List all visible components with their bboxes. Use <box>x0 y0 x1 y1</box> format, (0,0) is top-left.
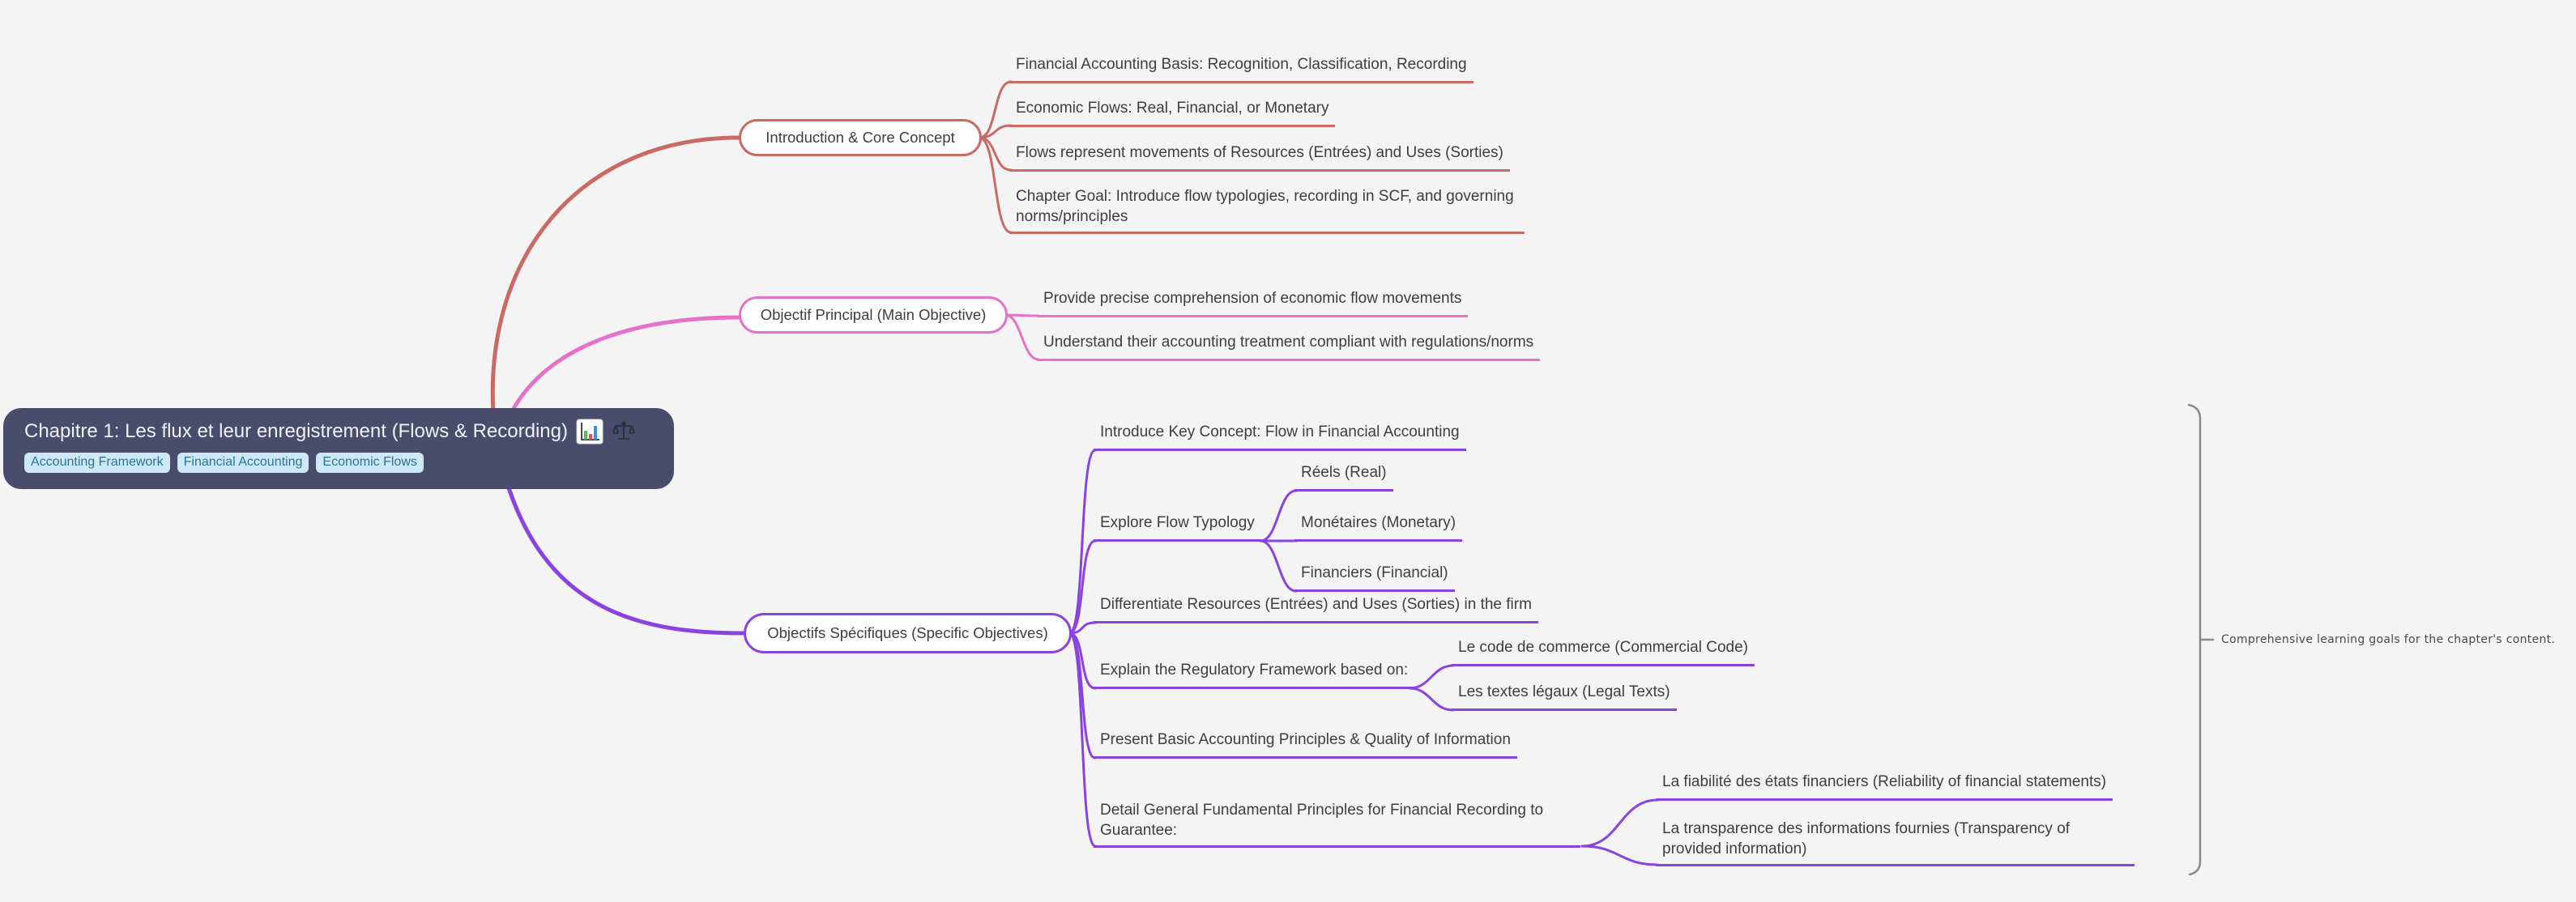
node-text: Present Basic Accounting Principles & Qu… <box>1100 731 1511 748</box>
node-detail-general-principles[interactable]: Detail General Fundamental Principles fo… <box>1094 800 1580 848</box>
link-b2-c2 <box>1004 313 1040 361</box>
link-regulatory-code <box>1408 664 1455 690</box>
node-text: Monétaires (Monetary) <box>1301 514 1456 531</box>
node-understand-accounting-treatment[interactable]: Understand their accounting treatment co… <box>1037 332 1541 361</box>
node-present-basic-principles[interactable]: Present Basic Accounting Principles & Qu… <box>1094 730 1517 759</box>
tag-economic-flows[interactable]: Economic Flows <box>316 453 424 473</box>
node-text: Economic Flows: Real, Financial, or Mone… <box>1016 100 1329 117</box>
node-text: Provide precise comprehension of economi… <box>1043 290 1462 307</box>
link-typology-reels <box>1259 489 1298 542</box>
node-text: Chapter Goal: Introduce flow typologies,… <box>1016 188 1514 225</box>
root-node[interactable]: Chapitre 1: Les flux et leur enregistrem… <box>3 408 674 489</box>
link-typology-financiers <box>1259 539 1298 593</box>
link-root-introduction <box>490 135 741 453</box>
link-b3-c2 <box>1068 539 1097 635</box>
annotation-label: Comprehensive learning goals for the cha… <box>2221 633 2556 646</box>
node-text: Réels (Real) <box>1301 464 1387 481</box>
bar-chart-icon <box>576 419 603 445</box>
node-provide-precise-comprehension[interactable]: Provide precise comprehension of economi… <box>1037 288 1469 317</box>
link-regulatory-textes <box>1408 687 1455 712</box>
link-root-objectifs-specifiques <box>497 451 746 636</box>
root-title: Chapitre 1: Les flux et leur enregistrem… <box>24 419 655 445</box>
node-explore-flow-typology[interactable]: Explore Flow Typology <box>1094 513 1261 542</box>
link-b3-c1 <box>1068 449 1097 635</box>
node-text: Detail General Fundamental Principles fo… <box>1100 802 1544 839</box>
node-financiers[interactable]: Financiers (Financial) <box>1294 563 1455 592</box>
node-text: Introduce Key Concept: Flow in Financial… <box>1100 423 1460 440</box>
node-flows-represent-movements[interactable]: Flows represent movements of Resources (… <box>1009 143 1510 172</box>
link-detail-transparence <box>1580 845 1659 866</box>
node-textes-legaux[interactable]: Les textes légaux (Legal Texts) <box>1452 682 1677 711</box>
link-b3-c6 <box>1068 632 1097 848</box>
node-differentiate-resources-uses[interactable]: Differentiate Resources (Entrées) and Us… <box>1094 594 1538 623</box>
node-text: Explain the Regulatory Framework based o… <box>1100 662 1409 679</box>
tag-accounting-framework[interactable]: Accounting Framework <box>24 453 170 473</box>
node-label: Objectif Principal (Main Objective) <box>760 306 987 323</box>
node-objectifs-specifiques[interactable]: Objectifs Spécifiques (Specific Objectiv… <box>744 613 1072 653</box>
node-text: Explore Flow Typology <box>1100 514 1255 531</box>
link-detail-fiabilite <box>1580 798 1659 848</box>
node-label: Objectifs Spécifiques (Specific Objectiv… <box>767 624 1048 641</box>
node-chapter-goal[interactable]: Chapter Goal: Introduce flow typologies,… <box>1009 186 1525 234</box>
link-b1-c1 <box>978 80 1013 139</box>
root-tags: Accounting Framework Financial Accountin… <box>24 453 655 473</box>
node-text: Les textes légaux (Legal Texts) <box>1458 683 1670 700</box>
node-reels[interactable]: Réels (Real) <box>1294 462 1393 491</box>
node-text: La fiabilité des états financiers (Relia… <box>1662 773 2107 790</box>
node-financial-accounting-basis[interactable]: Financial Accounting Basis: Recognition,… <box>1009 54 1474 83</box>
node-objectif-principal[interactable]: Objectif Principal (Main Objective) <box>739 296 1008 334</box>
node-fiabilite-etats-financiers[interactable]: La fiabilité des états financiers (Relia… <box>1656 772 2113 801</box>
node-explain-regulatory-framework[interactable]: Explain the Regulatory Framework based o… <box>1094 660 1415 689</box>
node-text: Understand their accounting treatment co… <box>1043 334 1534 351</box>
node-text: Flows represent movements of Resources (… <box>1016 144 1503 161</box>
node-text: Le code de commerce (Commercial Code) <box>1458 639 1748 656</box>
link-b1-c4 <box>978 136 1013 234</box>
tag-financial-accounting[interactable]: Financial Accounting <box>177 453 309 473</box>
node-economic-flows[interactable]: Economic Flows: Real, Financial, or Mone… <box>1009 98 1336 127</box>
node-transparence-informations[interactable]: La transparence des informations fournie… <box>1656 819 2135 866</box>
node-text: Financiers (Financial) <box>1301 564 1448 581</box>
node-introduce-key-concept[interactable]: Introduce Key Concept: Flow in Financial… <box>1094 422 1466 451</box>
node-text: La transparence des informations fournie… <box>1662 820 2071 857</box>
node-text: Financial Accounting Basis: Recognition,… <box>1016 56 1467 73</box>
annotation-bracket <box>2187 403 2215 876</box>
root-title-text: Chapitre 1: Les flux et leur enregistrem… <box>24 420 568 442</box>
node-label: Introduction & Core Concept <box>766 129 955 146</box>
link-b1-c3 <box>978 136 1013 172</box>
node-introduction-core-concept[interactable]: Introduction & Core Concept <box>739 119 982 156</box>
node-text: Differentiate Resources (Entrées) and Us… <box>1100 596 1532 613</box>
balance-scale-icon <box>612 419 636 444</box>
node-code-de-commerce[interactable]: Le code de commerce (Commercial Code) <box>1452 637 1755 666</box>
node-monetaires[interactable]: Monétaires (Monetary) <box>1294 513 1463 542</box>
